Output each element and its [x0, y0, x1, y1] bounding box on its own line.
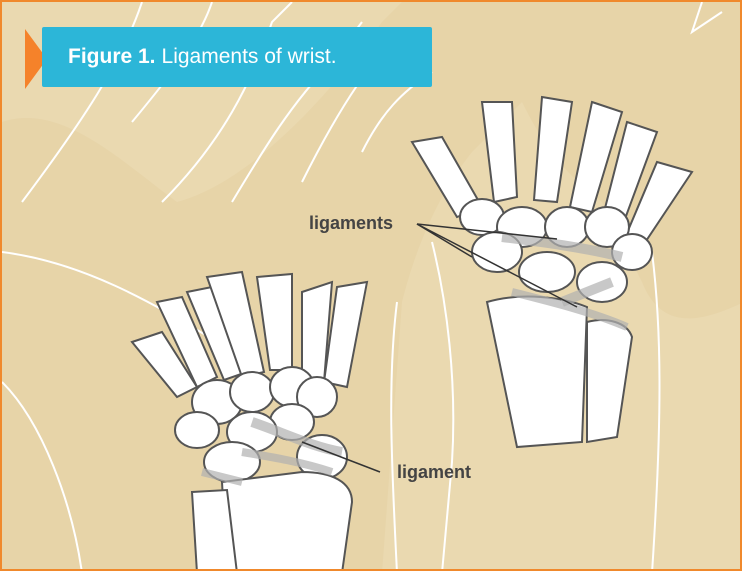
figure-label: Figure 1.: [68, 45, 156, 68]
figure-title: Figure 1. Ligaments of wrist.: [68, 45, 337, 69]
figure-caption: Ligaments of wrist.: [162, 45, 337, 68]
ligaments-label: ligaments: [309, 213, 393, 234]
figure-title-box: Figure 1. Ligaments of wrist.: [42, 27, 432, 87]
ligament-label: ligament: [397, 462, 471, 483]
